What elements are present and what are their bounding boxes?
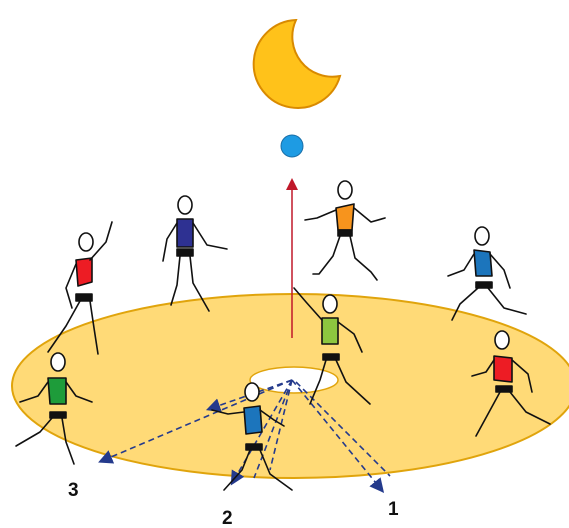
ball — [280, 134, 304, 158]
player-navy — [162, 195, 228, 312]
pass-line-to-2b — [253, 379, 293, 479]
player-blue-right — [447, 226, 527, 321]
center-circle — [249, 366, 339, 394]
pass-line-to-3 — [98, 379, 293, 464]
label-position-1: 1 — [388, 499, 399, 520]
player-red-left — [47, 221, 113, 355]
player-orange — [304, 180, 386, 281]
player-blue-bottom — [211, 382, 293, 491]
player-thrower — [293, 287, 371, 405]
pass-line-to-1b — [295, 381, 391, 477]
label-position-2: 2 — [222, 508, 233, 528]
label-position-3: 3 — [68, 480, 79, 501]
player-red-right — [471, 330, 551, 437]
pass-line-to-2c — [269, 379, 293, 471]
moon-icon — [252, 18, 342, 109]
pass-line-to-1 — [291, 379, 385, 493]
player-green — [15, 352, 93, 465]
